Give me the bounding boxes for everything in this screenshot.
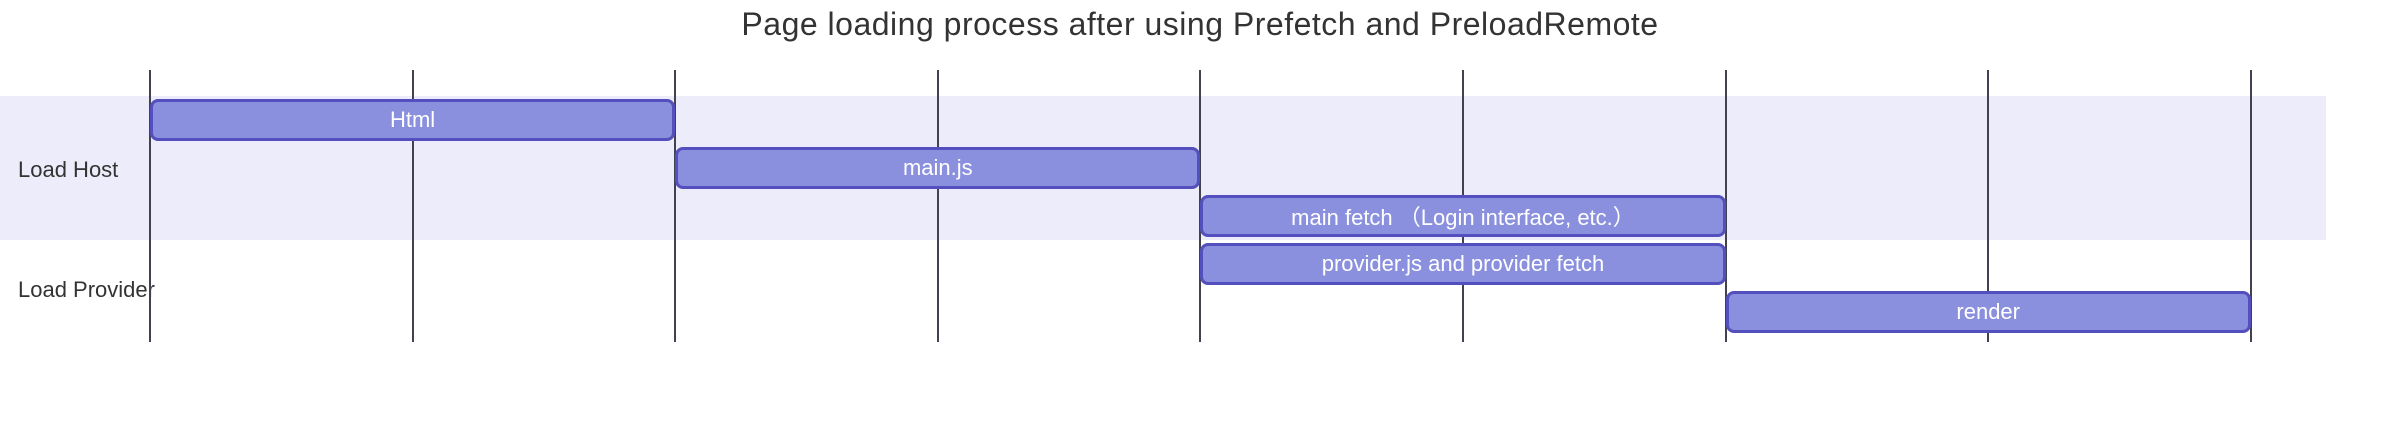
task-label: Html — [389, 107, 436, 132]
task-bar-html: Html — [150, 99, 676, 141]
task-label: main.js — [902, 155, 973, 180]
section-label-load-provider: Load Provider — [18, 277, 155, 302]
grid-line — [411, 70, 414, 342]
task-label: main fetch （Login interface, etc.） — [1291, 205, 1635, 230]
grid-line — [1724, 70, 1727, 342]
task-label: render — [1956, 299, 2020, 324]
task-label: provider.js and provider fetch — [1321, 251, 1605, 276]
task-bar-provider-js-and-provider-fetch: provider.js and provider fetch — [1200, 243, 1726, 285]
task-bar-main-fetch-login-interface-etc: main fetch （Login interface, etc.） — [1200, 195, 1726, 237]
task-bar-render: render — [1725, 291, 2251, 333]
grid-line — [674, 70, 677, 342]
section-label-load-host: Load Host — [18, 157, 119, 182]
grid-line — [1987, 70, 1990, 342]
grid-line — [2249, 70, 2252, 342]
grid-line — [936, 70, 939, 342]
chart-title: Page loading process after using Prefetc… — [741, 6, 1659, 42]
task-bar-main-js: main.js — [675, 147, 1201, 189]
grid-line — [149, 70, 151, 342]
